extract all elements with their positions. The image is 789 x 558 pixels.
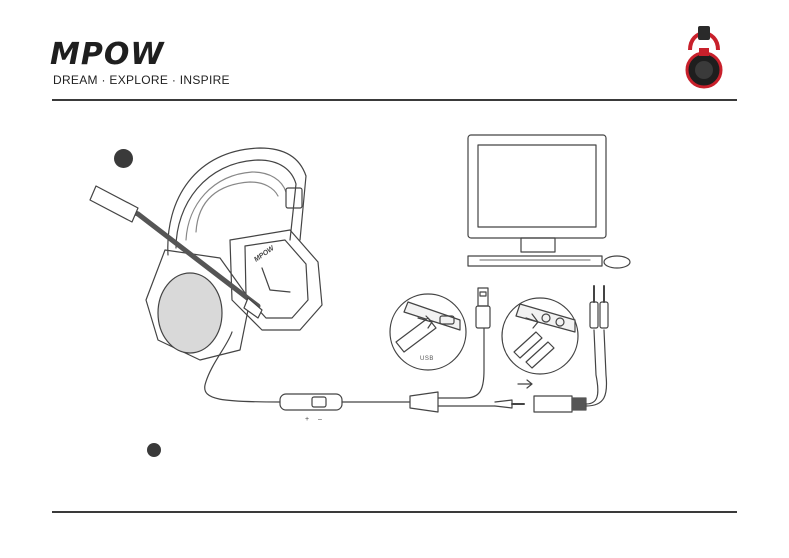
mouse — [604, 256, 630, 268]
keyboard — [468, 256, 602, 266]
usb-plug — [476, 306, 490, 328]
splitter-adapter — [534, 396, 572, 412]
step-one-bullet — [114, 149, 133, 168]
footer-divider — [52, 511, 737, 513]
cable-splitter — [410, 392, 438, 412]
left-cushion — [158, 273, 222, 353]
svg-text:+: + — [305, 416, 309, 423]
svg-text:MPOW: MPOW — [253, 244, 277, 263]
usb-label: USB — [420, 356, 434, 362]
connect-arrow — [518, 380, 532, 388]
inline-control — [280, 394, 342, 410]
monitor — [468, 135, 606, 238]
right-earcup — [230, 230, 322, 330]
step-two-bullet — [147, 443, 161, 457]
svg-text:–: – — [318, 416, 322, 423]
headset-cable — [205, 332, 280, 402]
